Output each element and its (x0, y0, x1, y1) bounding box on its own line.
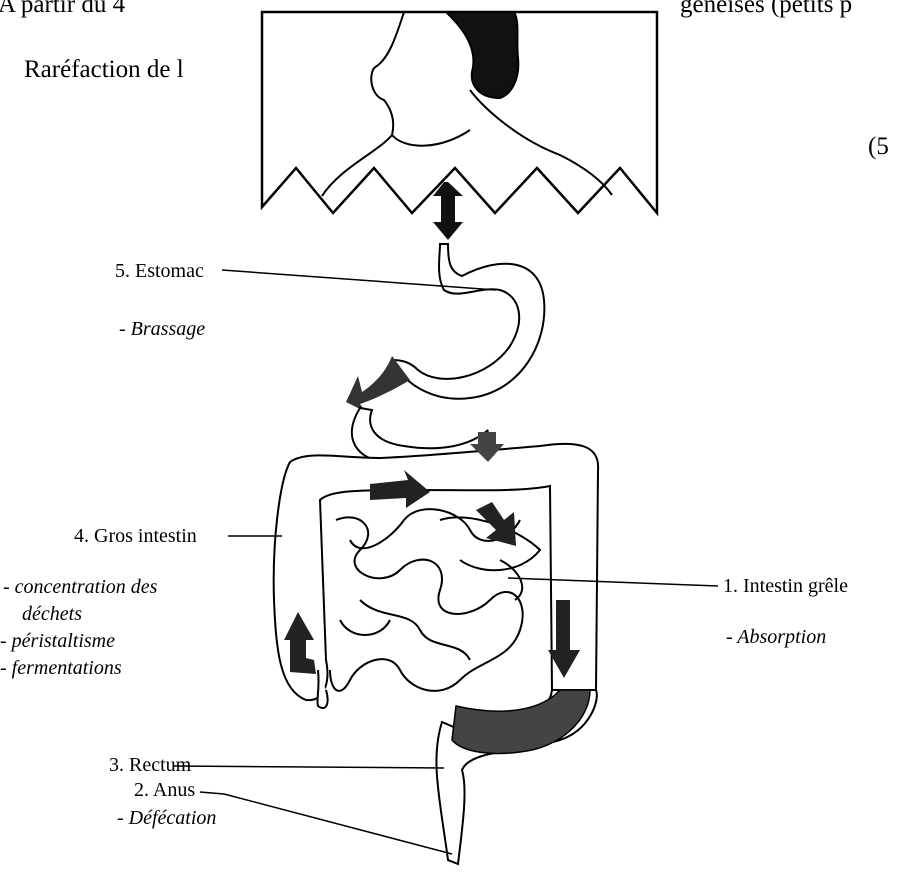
large-intestine-shape (274, 444, 598, 864)
label-intestin-grele: 1. Intestin grêle (723, 576, 848, 596)
label-rectum: 3. Rectum (109, 755, 191, 775)
label-estomac-function: - Brassage (119, 319, 205, 339)
label-gros-intestin-function-1: - concentration des (3, 577, 157, 597)
leader-anus (200, 792, 452, 854)
label-gros-intestin-function-4: - fermentations (0, 658, 122, 678)
label-gros-intestin-function-3: - péristaltisme (0, 631, 115, 651)
leader-rectum (174, 766, 444, 768)
label-anus-function: - Défécation (117, 808, 216, 828)
stomach-shape (392, 244, 544, 399)
label-intestin-grele-function: - Absorption (726, 627, 826, 647)
label-anus: 2. Anus (134, 780, 195, 800)
label-estomac: 5. Estomac (115, 261, 204, 281)
label-gros-intestin: 4. Gros intestin (74, 526, 197, 546)
label-gros-intestin-function-2: déchets (22, 604, 82, 624)
leader-intestin-grele (508, 578, 718, 586)
sigmoid-fill (452, 690, 590, 754)
